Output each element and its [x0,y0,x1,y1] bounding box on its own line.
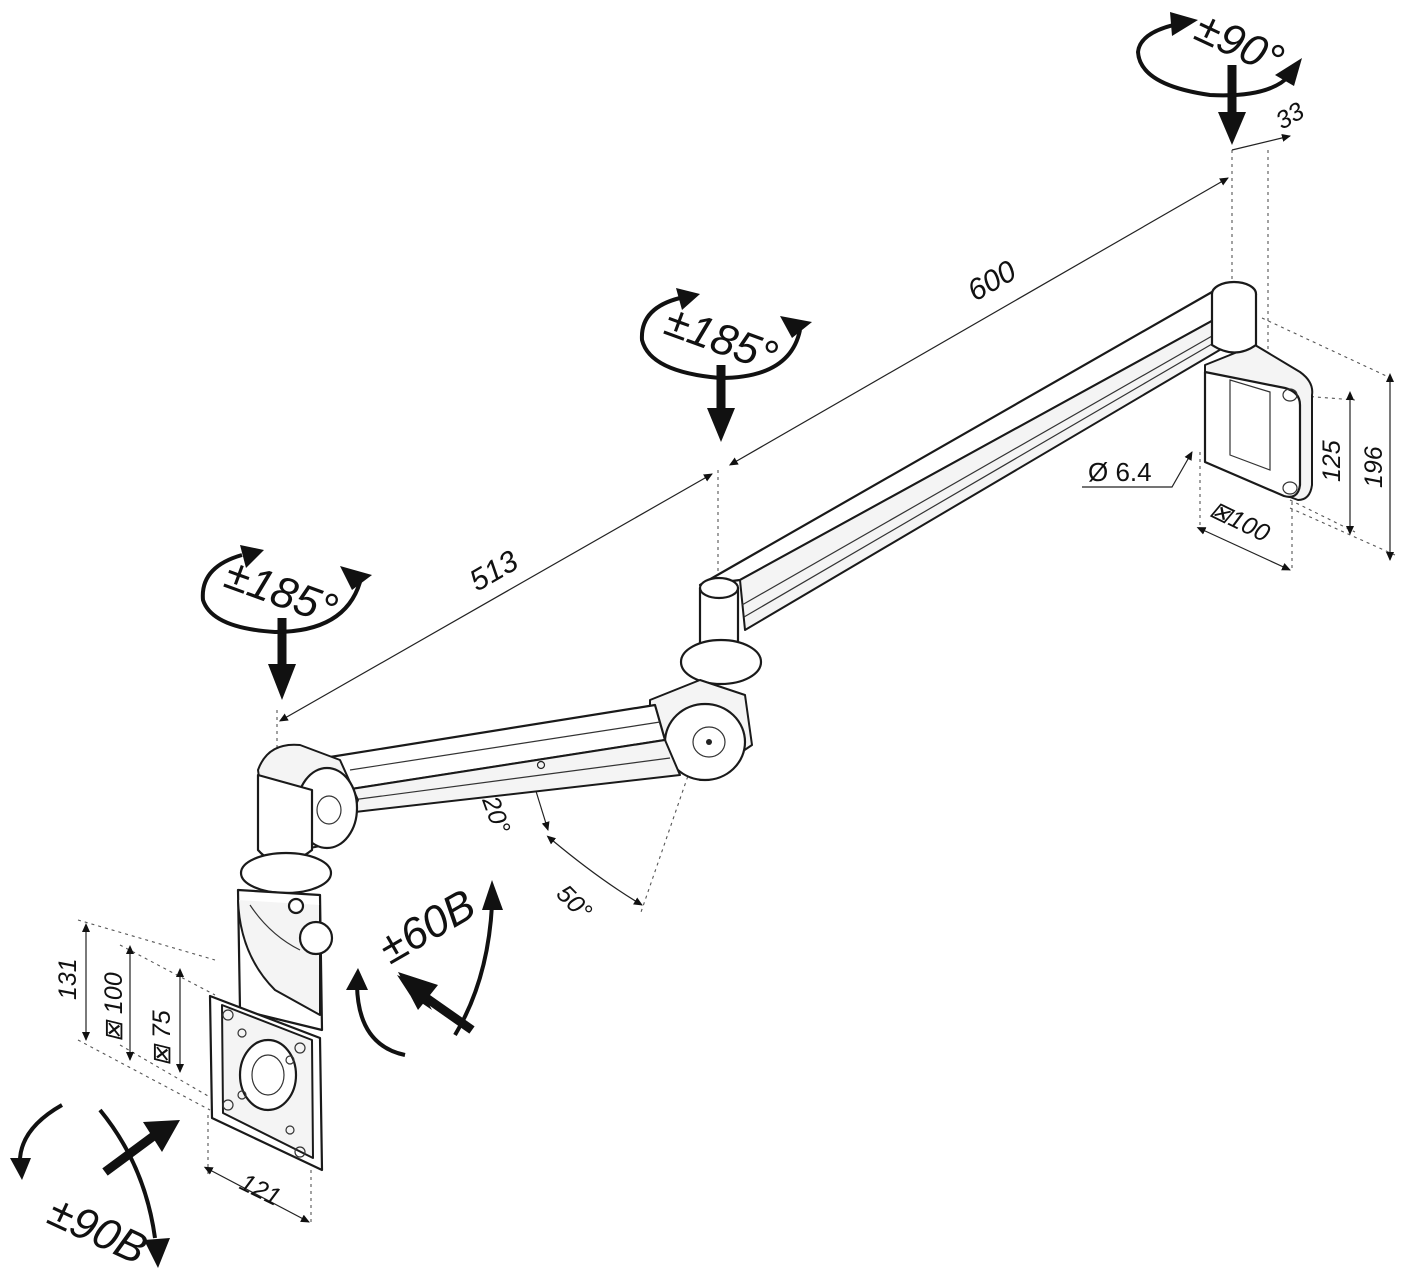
wall-bracket [1203,344,1314,501]
label-offset-33: 33 [1271,97,1309,135]
label-vesa-wall: ⊠100 [1205,495,1274,548]
label-hole-dia: Ø 6.4 [1088,457,1152,487]
elbow-joint [239,743,359,895]
vesa-plate [208,994,324,1172]
label-rot-wall: ±90° [1188,3,1291,86]
label-swivel: ±90B [41,1187,155,1275]
label-plate-100: ⊠ 100 [100,972,128,1042]
tilt-head [236,888,334,1032]
label-plate-131: 131 [54,958,82,1000]
label-len-inner: 513 [464,544,524,598]
dimension-lines [82,133,1394,1223]
label-h-125: 125 [1318,440,1346,482]
label-angle-50: 50° [551,879,598,926]
label-len-outer: 600 [962,254,1022,308]
extension-lines [77,150,1396,1225]
outer-arm [698,280,1258,631]
label-tilt: ±60B [371,880,484,974]
rotation-arcs [10,12,1302,1268]
label-plate-75: ⊠ 75 [148,1010,176,1066]
label-h-196: 196 [1360,446,1388,488]
inner-arm [328,703,681,813]
